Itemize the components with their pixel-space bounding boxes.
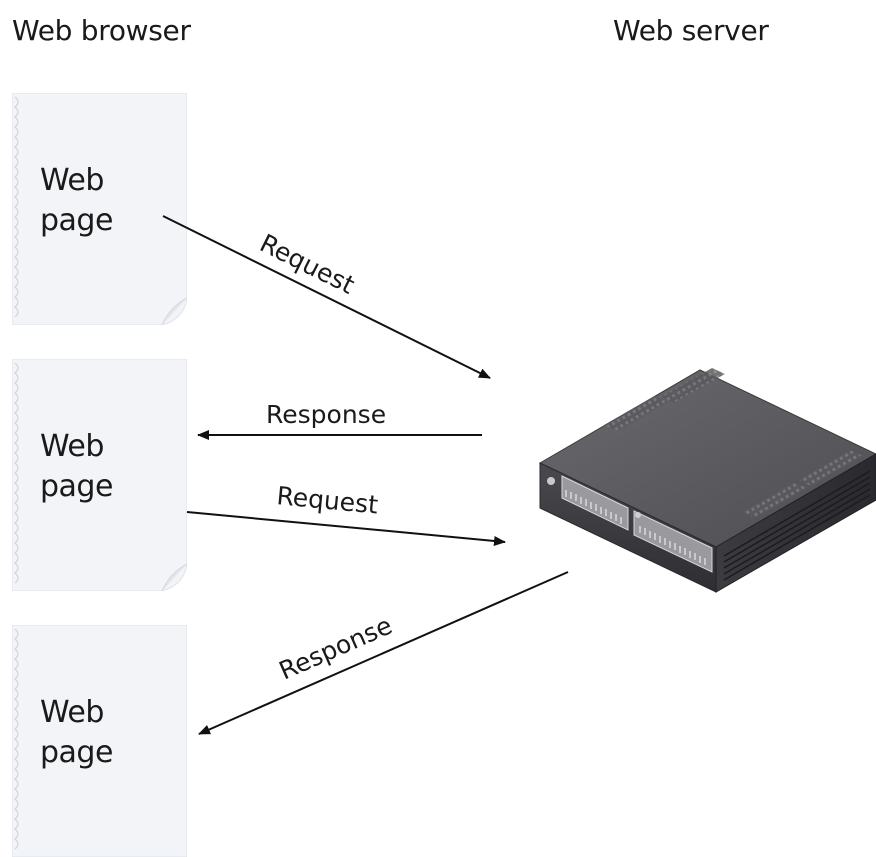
web-page-label: Web page: [40, 163, 113, 238]
web-server-heading: Web server: [613, 14, 769, 47]
document-icon: [12, 625, 187, 857]
web-page-card-1: Web page: [12, 93, 187, 325]
web-page-card-3: Web page: [12, 625, 187, 857]
request-label-2: Request: [275, 481, 379, 519]
web-browser-heading: Web browser: [12, 14, 191, 47]
web-page-label: Web page: [40, 695, 113, 770]
response-label-1: Response: [266, 400, 386, 429]
response-arrow-1: Response: [197, 400, 482, 440]
document-icon: [12, 359, 187, 591]
request-label-1: Request: [255, 228, 359, 299]
server-appliance-icon: [538, 368, 876, 593]
response-arrow-2: Response: [198, 571, 569, 735]
request-arrow-2: Request: [186, 481, 506, 546]
web-page-card-2: Web page: [12, 359, 187, 591]
request-arrow-1: Request: [162, 215, 491, 379]
document-icon: [12, 93, 187, 325]
web-page-label: Web page: [40, 429, 113, 504]
